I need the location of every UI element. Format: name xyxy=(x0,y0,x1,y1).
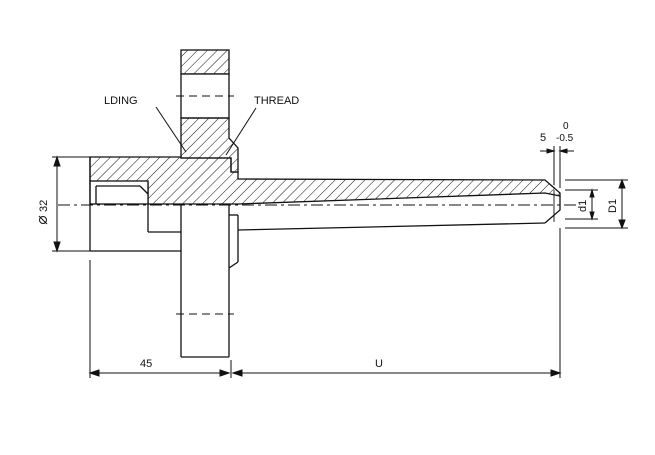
dim-diameter-arrow-bottom xyxy=(53,241,61,253)
dim-D1-arrow-top xyxy=(618,178,626,189)
label-welding: LDING xyxy=(104,95,138,107)
dim-diameter-text: 32 xyxy=(38,200,50,225)
label-length-fixed: 45 xyxy=(140,358,152,370)
dim-D1-arrow-bottom xyxy=(618,219,626,230)
dim-diameter xyxy=(52,155,90,253)
stem-lower xyxy=(237,190,561,231)
leader-thread xyxy=(225,107,257,156)
dim-45-arrow-right xyxy=(219,369,231,377)
leader-welding xyxy=(155,106,187,153)
dim-45-arrow-left xyxy=(88,369,100,377)
dim-right xyxy=(565,178,628,230)
dim-u-arrow-left xyxy=(231,369,243,377)
label-diameter: 32 xyxy=(38,200,50,212)
hub-step-lower xyxy=(228,261,239,269)
stem-upper-section xyxy=(89,156,561,205)
label-tip-offset: 5 xyxy=(540,132,546,144)
diameter-symbol-icon xyxy=(38,215,48,225)
label-tolerance-upper: 0 xyxy=(563,121,569,132)
head-bore xyxy=(89,180,149,205)
label-outer-diameter: D1 xyxy=(607,199,619,213)
dim-d1-arrow-bottom xyxy=(589,211,595,221)
label-thread: THREAD xyxy=(254,95,299,107)
stem-lower-edge xyxy=(237,222,546,231)
label-length-insertion: U xyxy=(375,358,383,370)
dim-tip xyxy=(540,146,574,188)
dim-bottom xyxy=(88,228,562,378)
dim-u-arrow-right xyxy=(550,369,562,377)
label-tolerance-lower: -0.5 xyxy=(556,133,574,144)
head-socket xyxy=(89,157,181,252)
stem-tip xyxy=(544,196,561,224)
dim-tip-arrow-right xyxy=(558,148,568,154)
dim-tip-arrow-left xyxy=(546,148,556,154)
dim-diameter-arrow-top xyxy=(53,155,61,167)
bore-step xyxy=(139,185,149,195)
flange-top-hatch xyxy=(180,49,230,75)
label-inner-diameter: d1 xyxy=(577,200,589,212)
dim-d1-arrow-top xyxy=(589,188,595,198)
